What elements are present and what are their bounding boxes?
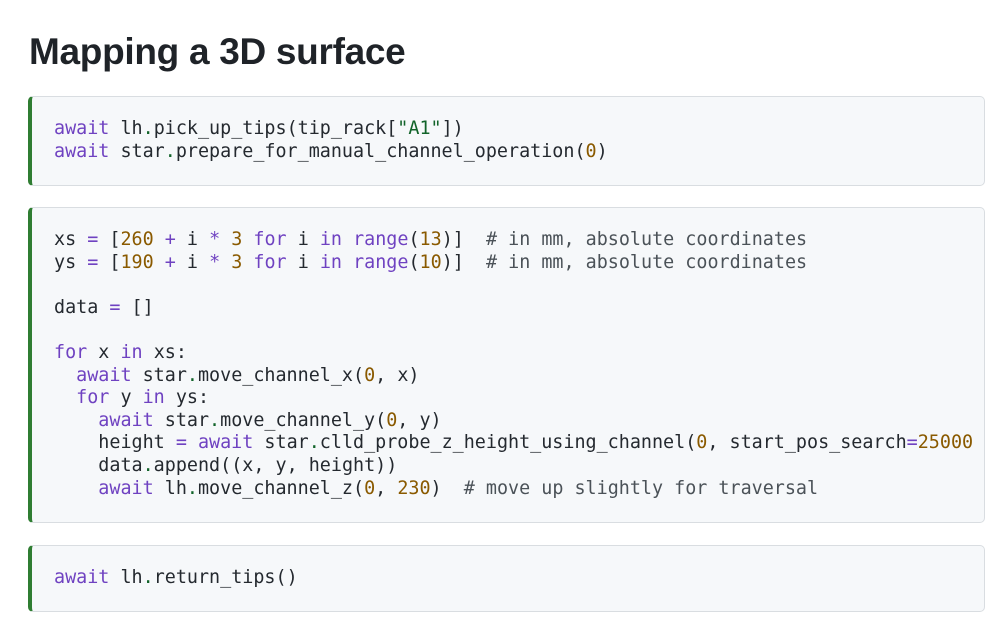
page-title: Mapping a 3D surface	[29, 31, 406, 72]
code-cell-return-tips[interactable]: await lh.return_tips()	[28, 545, 985, 612]
code-cell-surface-scan[interactable]: xs = [260 + i * 3 for i in range(13)] # …	[28, 207, 985, 523]
code-cell-pick-up-tips[interactable]: await lh.pick_up_tips(tip_rack["A1"]) aw…	[28, 96, 985, 186]
code-block: xs = [260 + i * 3 for i in range(13)] # …	[54, 229, 974, 499]
code-block: await lh.pick_up_tips(tip_rack["A1"]) aw…	[54, 118, 608, 162]
code-block: await lh.return_tips()	[54, 567, 298, 588]
